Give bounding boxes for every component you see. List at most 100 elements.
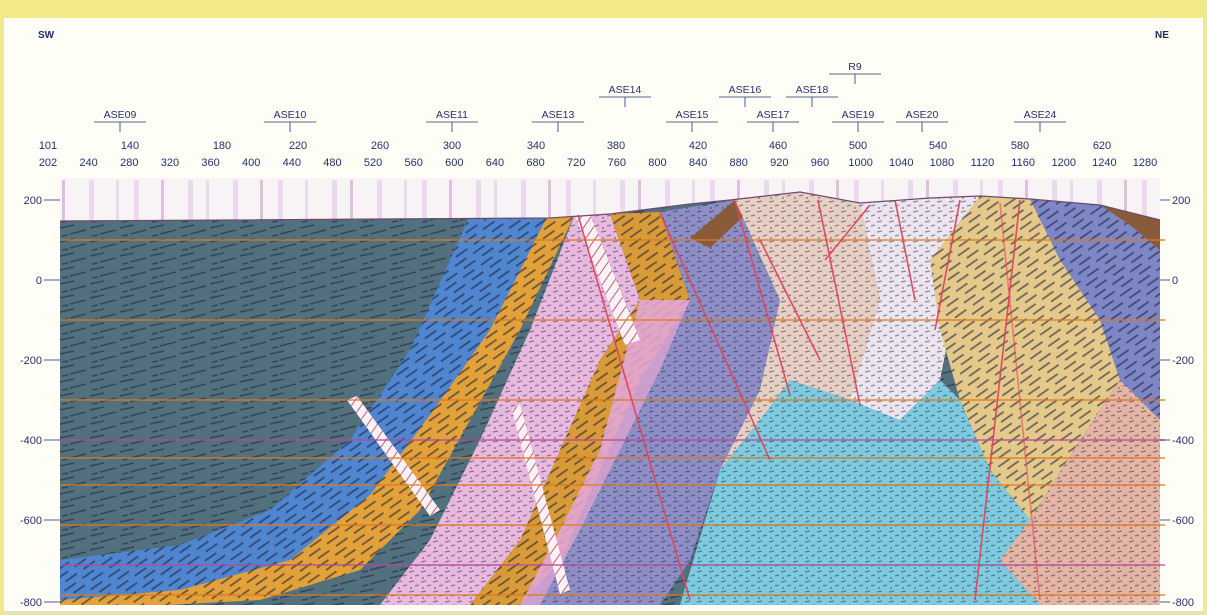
top-axis-label-row1: 460 (769, 140, 787, 152)
well-marker: ASE09 (94, 109, 146, 132)
top-axis-label-row2: 1280 (1133, 157, 1157, 169)
top-axis-label-row2: 360 (201, 157, 219, 169)
top-axis-label-row2: 680 (526, 157, 544, 169)
top-axis-label-row1: 620 (1093, 140, 1111, 152)
trace-band (62, 180, 65, 220)
depth-label-right: -600 (1172, 515, 1194, 527)
top-axis-label-row2: 920 (770, 157, 788, 169)
top-axis-label-row2: 440 (283, 157, 301, 169)
top-axis-label-row2: 1240 (1092, 157, 1116, 169)
trace-band (206, 180, 209, 220)
well-label: ASE09 (104, 109, 137, 121)
depth-label-right: 0 (1172, 275, 1178, 287)
trace-band (161, 180, 164, 220)
top-axis-label-row2: 202 (39, 157, 57, 169)
trace-band (404, 180, 407, 220)
trace-band (1142, 180, 1147, 220)
top-axis-label-row2: 760 (608, 157, 626, 169)
trace-band (134, 180, 139, 220)
well-marker: ASE14 (599, 84, 651, 107)
top-axis-label-row1: 260 (371, 140, 389, 152)
trace-band (521, 180, 526, 220)
depth-label-left: -800 (20, 597, 42, 609)
well-marker: ASE20 (896, 109, 948, 132)
well-marker: R9 (829, 61, 881, 84)
depth-label-right: 200 (1172, 195, 1190, 207)
top-axis-label-row2: 480 (323, 157, 341, 169)
well-label: ASE16 (729, 84, 762, 96)
trace-band (638, 180, 641, 220)
well-marker: ASE10 (264, 109, 316, 132)
trace-band (422, 180, 427, 220)
top-axis-label-row1: 420 (689, 140, 707, 152)
well-marker: ASE13 (532, 109, 584, 132)
top-axis-label-row1: 101 (39, 140, 57, 152)
top-axis-label-row2: 1080 (930, 157, 954, 169)
top-axis-label-row1: 540 (929, 140, 947, 152)
trace-band (233, 180, 238, 220)
top-axis-label-row2: 720 (567, 157, 585, 169)
well-marker: ASE19 (832, 109, 884, 132)
top-axis-label-row2: 520 (364, 157, 382, 169)
depth-label-left: -600 (20, 515, 42, 527)
depth-label-left: 200 (24, 195, 42, 207)
top-axis-label-row1: 500 (849, 140, 867, 152)
top-axis-label-row2: 1120 (971, 157, 995, 169)
trace-band (1124, 180, 1127, 220)
trace-band (665, 180, 670, 220)
horizons (60, 239, 1165, 596)
trace-band (332, 180, 337, 220)
top-axis-label-row2: 1160 (1011, 157, 1035, 169)
top-axis-label-row2: 840 (689, 157, 707, 169)
well-marker: ASE11 (426, 109, 478, 132)
top-axis-label-row2: 960 (811, 157, 829, 169)
trace-band (305, 180, 308, 220)
well-label: R9 (848, 61, 862, 73)
trace-band (548, 180, 551, 220)
top-axis-label-row2: 1000 (848, 157, 872, 169)
top-axis-label-row2: 240 (79, 157, 97, 169)
trace-band (566, 180, 571, 220)
well-label: ASE10 (274, 109, 307, 121)
well-marker: ASE18 (786, 84, 838, 107)
top-axis-label-row2: 320 (161, 157, 179, 169)
well-marker: ASE16 (719, 84, 771, 107)
trace-band (1070, 180, 1073, 220)
depth-label-left: -200 (20, 355, 42, 367)
orientation-sw: SW (38, 30, 55, 41)
depth-label-left: -400 (20, 435, 42, 447)
well-label: ASE19 (842, 109, 875, 121)
trace-band (188, 180, 193, 220)
depth-label-right: -200 (1172, 355, 1194, 367)
well-label: ASE20 (906, 109, 939, 121)
trace-band (593, 180, 596, 220)
depth-label-right: -800 (1172, 597, 1194, 609)
trace-band (476, 180, 481, 220)
trace-band (710, 180, 715, 220)
top-axis-label-row2: 880 (730, 157, 748, 169)
well-marker: ASE17 (747, 109, 799, 132)
well-label: ASE11 (436, 109, 468, 121)
well-label: ASE15 (676, 109, 709, 121)
trace-band (350, 180, 353, 220)
trace-band (620, 180, 625, 220)
top-axis-label-row2: 400 (242, 157, 260, 169)
trace-band (449, 180, 452, 220)
trace-band (377, 180, 382, 220)
well-label: ASE17 (757, 109, 790, 121)
well-label: ASE24 (1024, 109, 1057, 121)
trace-band (260, 180, 263, 220)
well-label: ASE13 (542, 109, 575, 121)
orientation-ne: NE (1155, 30, 1169, 41)
top-axis-label-row2: 1200 (1051, 157, 1075, 169)
trace-band (692, 180, 695, 220)
well-marker: ASE24 (1014, 109, 1066, 132)
top-axis-label-row1: 220 (289, 140, 307, 152)
trace-band (881, 180, 884, 220)
top-axis-label-row2: 560 (404, 157, 422, 169)
